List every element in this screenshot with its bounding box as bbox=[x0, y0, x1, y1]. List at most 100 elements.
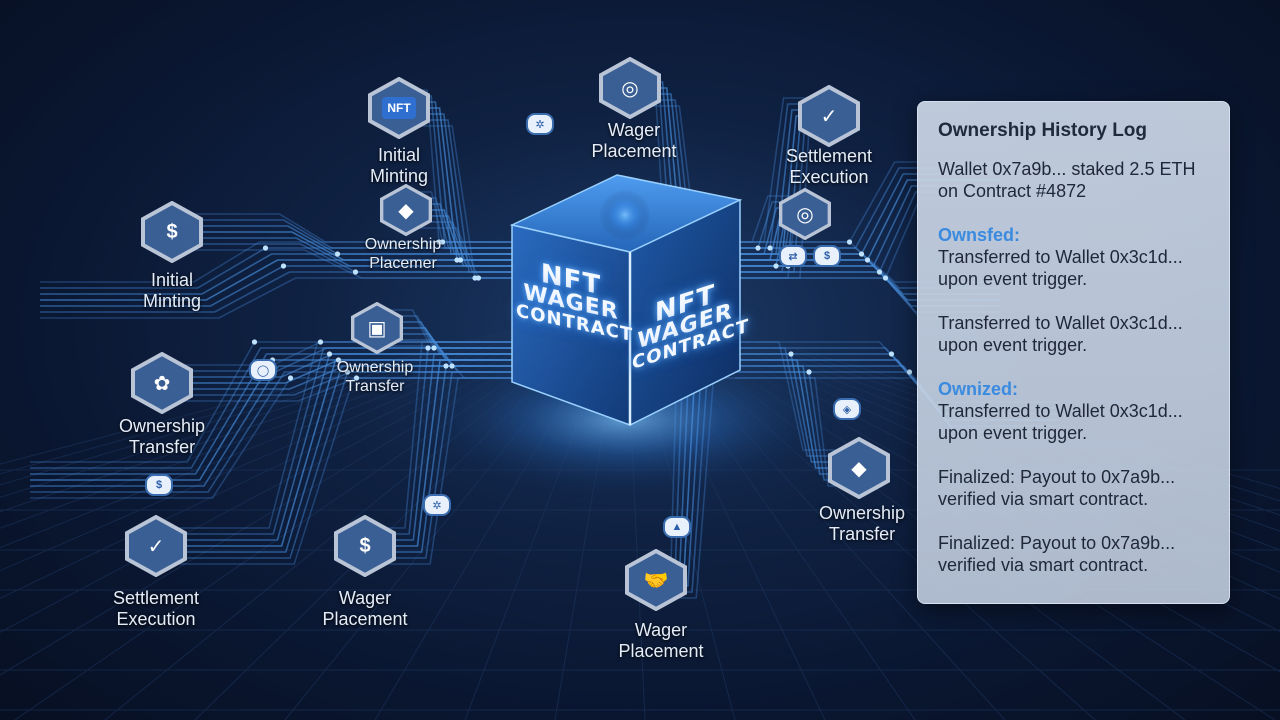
circuit-trace bbox=[30, 353, 515, 475]
label-line: Minting bbox=[142, 291, 202, 311]
circuit-trace bbox=[40, 277, 515, 319]
circuit-trace bbox=[172, 219, 515, 249]
log-entry-line: verified via smart contract. bbox=[938, 555, 1149, 575]
node-settle-top[interactable]: ✓ bbox=[796, 85, 862, 147]
label-line: Settlement bbox=[112, 588, 200, 608]
circuit-dot bbox=[773, 263, 779, 269]
circuit-trace bbox=[30, 365, 515, 487]
circuit-dot bbox=[906, 369, 913, 375]
circuit-dot bbox=[846, 239, 853, 245]
log-entry-line: upon event trigger. bbox=[938, 423, 1088, 443]
checkmark-icon: ✓ bbox=[820, 105, 838, 128]
log-entry: Transferred to Wallet 0x3c1d... upon eve… bbox=[938, 312, 1209, 356]
node-label: Wager Placement bbox=[618, 620, 703, 662]
node-label: Wager Placement bbox=[322, 588, 407, 630]
wallet-icon: ▣ bbox=[367, 317, 387, 340]
grid-line bbox=[0, 299, 626, 465]
small-gear-icon: ✲ bbox=[535, 118, 545, 131]
label-line: Execution bbox=[789, 167, 869, 187]
circuit-trace bbox=[30, 377, 515, 499]
circuit-dot bbox=[251, 339, 258, 345]
checkmark-icon: ✓ bbox=[147, 535, 165, 558]
grid-line bbox=[624, 299, 1280, 502]
node-nft-badge[interactable]: NFT bbox=[366, 77, 432, 139]
node-chip-right[interactable]: ◎ bbox=[777, 188, 833, 240]
chip-icon: ◎ bbox=[796, 203, 814, 226]
node-eth-upper[interactable]: ◆ bbox=[378, 184, 434, 236]
log-entry-line: Finalized: Payout to 0x7a9b... bbox=[938, 533, 1176, 553]
grid-line bbox=[0, 299, 626, 475]
circuit-trace bbox=[40, 247, 515, 289]
circuit-trace bbox=[156, 377, 515, 565]
circuit-trace bbox=[40, 241, 515, 283]
circuit-dot bbox=[449, 363, 455, 369]
ownership-history-panel[interactable]: Ownership History Log Wallet 0x7a9b... s… bbox=[917, 101, 1230, 604]
label-line: Transfer bbox=[828, 524, 896, 544]
small-gear-icon: ✲ bbox=[432, 499, 442, 512]
log-entry: Ownized: Transferred to Wallet 0x3c1d...… bbox=[938, 378, 1209, 444]
circuit-dot bbox=[280, 263, 287, 269]
circuit-trace bbox=[40, 265, 515, 307]
node-check-bottom[interactable]: ✓ bbox=[123, 515, 189, 577]
circuit-dot bbox=[439, 239, 446, 245]
node-label: Settlement Execution bbox=[113, 588, 199, 630]
circuit-dot bbox=[317, 339, 324, 345]
circuit-dot bbox=[335, 357, 342, 363]
ring-icon: ◯ bbox=[256, 364, 270, 377]
node-coin-bottom[interactable]: $ bbox=[332, 515, 398, 577]
circuit-dot bbox=[858, 251, 865, 257]
node-handshake[interactable]: 🤝 bbox=[623, 549, 689, 611]
circuit-trace bbox=[156, 341, 515, 529]
circuit-dot bbox=[457, 257, 464, 263]
node-wallet-mid[interactable]: ▣ bbox=[349, 302, 405, 354]
circuit-dot bbox=[443, 363, 449, 369]
node-label: Ownership Transfer bbox=[119, 416, 205, 458]
log-entry-line: Wallet 0x7a9b... staked 2.5 ETH bbox=[938, 159, 1196, 179]
log-entry-line: Finalized: Payout to 0x7a9b... bbox=[938, 467, 1176, 487]
circuit-dot bbox=[864, 257, 871, 263]
circuit-dot bbox=[788, 351, 794, 357]
connector-chip: ▲ bbox=[663, 516, 691, 538]
connector-chip: ◯ bbox=[249, 359, 277, 381]
log-entry-head: Ownsfed: bbox=[938, 225, 1021, 245]
nft-wager-contract-cube bbox=[509, 174, 743, 427]
node-wager-top[interactable]: ◎ bbox=[597, 57, 663, 119]
label-line: Transfer bbox=[345, 378, 405, 395]
circuit-trace bbox=[40, 259, 515, 301]
label-line: Wager bbox=[338, 588, 392, 608]
node-eth-right[interactable]: ◆ bbox=[826, 437, 892, 499]
label-line: Initial bbox=[377, 145, 421, 165]
log-entry: Finalized: Payout to 0x7a9b... verified … bbox=[938, 466, 1209, 510]
circuit-dot bbox=[287, 375, 294, 381]
log-entry: Wallet 0x7a9b... staked 2.5 ETH on Contr… bbox=[938, 158, 1209, 202]
node-label: Ownership Transfer bbox=[819, 503, 905, 545]
grid-line bbox=[0, 299, 626, 486]
triangle-icon: ▲ bbox=[671, 521, 683, 533]
circuit-trace bbox=[172, 213, 515, 243]
label-line: Ownership bbox=[118, 416, 206, 436]
dollar-coin-icon: $ bbox=[166, 220, 178, 243]
ethereum-icon: ◆ bbox=[398, 199, 414, 222]
node-coin-left[interactable]: $ bbox=[139, 201, 205, 263]
label-line: Initial bbox=[150, 270, 194, 290]
connector-chip: $ bbox=[145, 474, 173, 496]
log-entry: Ownsfed: Transferred to Wallet 0x3c1d...… bbox=[938, 224, 1209, 290]
connector-chip: ✲ bbox=[423, 494, 451, 516]
node-label: Initial Minting bbox=[370, 145, 428, 187]
connector-chip: ✲ bbox=[526, 113, 554, 135]
label-line: Placement bbox=[322, 609, 408, 629]
log-entry-line: on Contract #4872 bbox=[938, 181, 1087, 201]
node-label: Settlement Execution bbox=[786, 146, 872, 188]
circuit-trace bbox=[40, 271, 515, 313]
log-entry-line: Transferred to Wallet 0x3c1d... bbox=[938, 313, 1183, 333]
log-entry-line: upon event trigger. bbox=[938, 269, 1088, 289]
circuit-dot bbox=[882, 275, 889, 281]
panel-title: Ownership History Log bbox=[938, 120, 1148, 141]
node-chip-left[interactable]: ✿ bbox=[129, 352, 195, 414]
log-entry-line: Transferred to Wallet 0x3c1d... bbox=[938, 247, 1183, 267]
circuit-trace bbox=[172, 249, 515, 279]
connector-chip: ⇄ bbox=[779, 245, 807, 267]
circuit-trace bbox=[30, 359, 515, 481]
dollar-icon: $ bbox=[155, 479, 163, 491]
